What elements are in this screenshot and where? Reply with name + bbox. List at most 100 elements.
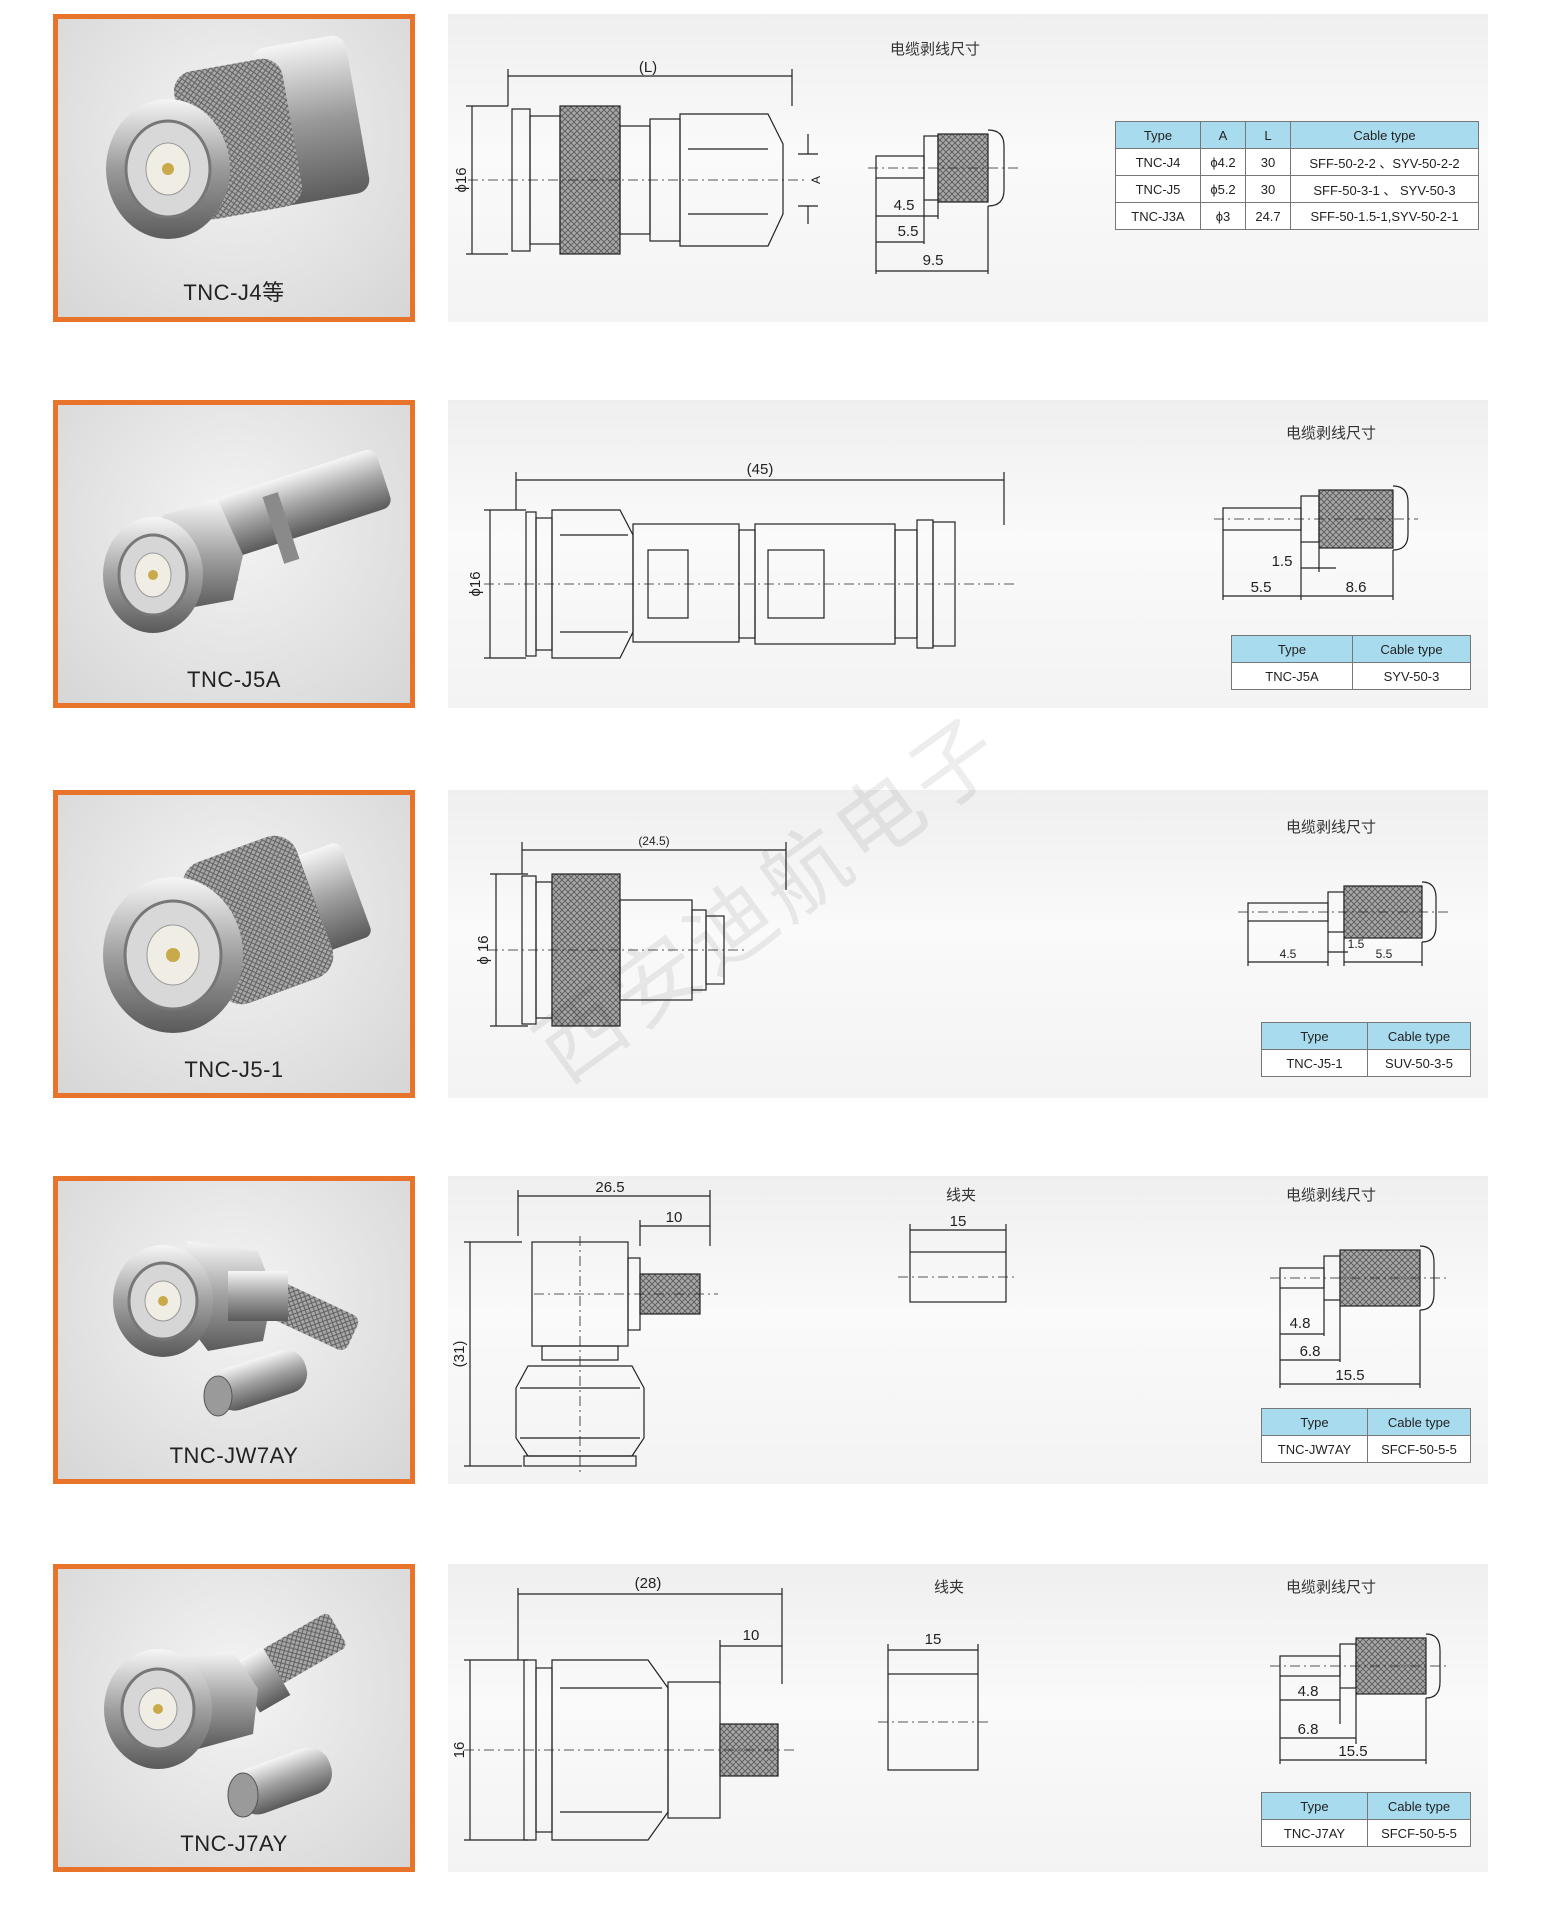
table-cell: TNC-J4: [1115, 148, 1201, 176]
connector-illustration-3: [103, 835, 371, 1033]
product-row-2: TNC-J5A: [0, 400, 1545, 720]
table-header: A: [1200, 121, 1246, 149]
drawing-panel-2: (45) ϕ16 1.5 5.5 8.6 电缆剥线尺寸 Type Cable t…: [448, 400, 1488, 708]
dim-strip-3: 15.5: [1335, 1367, 1364, 1384]
dim-diameter: ϕ16: [467, 571, 484, 596]
strip-title: 电缆剥线尺寸: [1286, 1579, 1377, 1596]
product-caption: TNC-J4等: [183, 280, 285, 305]
table-cell: SFF-50-3-1 、 SYV-50-3: [1290, 175, 1479, 203]
product-photo-3: TNC-J5-1: [53, 790, 415, 1098]
product-photo-2: TNC-J5A: [53, 400, 415, 708]
table-row: TNC-JW7AY SFCF-50-5-5: [1261, 1435, 1471, 1463]
dim-tail: 10: [743, 1627, 760, 1644]
dim-strip-3: 15.5: [1338, 1743, 1367, 1760]
table-header: Type: [1261, 1792, 1368, 1820]
table-row: TNC-J5-1 SUV-50-3-5: [1261, 1049, 1471, 1077]
product-caption: TNC-J7AY: [180, 1831, 288, 1856]
table-cell: TNC-J7AY: [1261, 1819, 1368, 1847]
dim-strip-1: 4.5: [894, 197, 915, 214]
product-row-5: TNC-J7AY: [0, 1564, 1545, 1884]
spec-table: Type Cable type TNC-JW7AY SFCF-50-5-5: [1261, 1408, 1471, 1463]
table-header: Type: [1115, 121, 1201, 149]
table-header: Type: [1231, 635, 1353, 663]
drawing-panel-1: (L) ϕ16 A 4.5 5.5 9.5 电缆剥线尺寸 Type A L Ca…: [448, 14, 1488, 322]
table-header: Type: [1261, 1408, 1368, 1436]
dim-strip-2: 4.5: [1280, 947, 1297, 961]
table-cell: SFF-50-2-2 、SYV-50-2-2: [1290, 148, 1479, 176]
dim-strip-3: 5.5: [1376, 947, 1393, 961]
table-header: L: [1245, 121, 1291, 149]
strip-title: 电缆剥线尺寸: [1286, 819, 1377, 836]
strip-title: 电缆剥线尺寸: [1286, 1187, 1377, 1204]
table-cell: ϕ4.2: [1200, 148, 1246, 176]
technical-drawing-1: (L) ϕ16 A 4.5 5.5 9.5: [453, 59, 1018, 274]
connector-illustration-2: [103, 449, 391, 633]
dim-strip-3: 9.5: [923, 252, 944, 269]
dim-a: A: [809, 176, 823, 184]
strip-title: 电缆剥线尺寸: [1286, 425, 1377, 442]
dim-strip-3: 8.6: [1346, 579, 1367, 596]
connector-illustration-5: [104, 1613, 346, 1818]
technical-drawing-4: 26.5 10 (31) 15 4.8 6.8 15.5: [451, 1179, 1448, 1476]
technical-drawing-2: (45) ϕ16 1.5 5.5 8.6: [467, 461, 1418, 659]
dim-strip-1: 4.8: [1298, 1683, 1319, 1700]
table-cell: ϕ3: [1200, 202, 1246, 230]
product-caption: TNC-J5A: [187, 667, 281, 692]
dim-strip-2: 5.5: [1251, 579, 1272, 596]
connector-illustration-1: [106, 35, 370, 239]
table-row: TNC-J7AY SFCF-50-5-5: [1261, 1819, 1471, 1847]
product-row-1: TNC-J4等 (L): [0, 14, 1545, 334]
dim-diameter: 16: [451, 1742, 468, 1759]
product-caption: TNC-JW7AY: [169, 1443, 299, 1468]
table-row: TNC-J5A SYV-50-3: [1231, 662, 1471, 690]
dim-length: (24.5): [638, 834, 669, 848]
product-row-3: TNC-J5-1 (24.5) ϕ 16 1: [0, 790, 1545, 1110]
table-cell: TNC-J3A: [1115, 202, 1201, 230]
clamp-title: 线夹: [934, 1579, 965, 1596]
spec-table: Type Cable type TNC-J7AY SFCF-50-5-5: [1261, 1792, 1471, 1847]
table-cell: SFCF-50-5-5: [1367, 1819, 1471, 1847]
connector-illustration-4: [113, 1241, 359, 1417]
dim-clamp: 15: [950, 1213, 967, 1230]
table-cell: TNC-J5-1: [1261, 1049, 1368, 1077]
product-row-4: TNC-JW7AY: [0, 1176, 1545, 1496]
table-cell: SFF-50-1.5-1,SYV-50-2-1: [1290, 202, 1479, 230]
drawing-panel-3: (24.5) ϕ 16 1.5 4.5 5.5 电缆剥线尺寸 Type Cabl…: [448, 790, 1488, 1098]
table-cell: TNC-J5: [1115, 175, 1201, 203]
spec-table: Type Cable type TNC-J5A SYV-50-3: [1231, 635, 1471, 690]
dim-length: (L): [639, 59, 657, 76]
product-photo-1: TNC-J4等: [53, 14, 415, 322]
dim-width: 26.5: [595, 1179, 624, 1196]
dim-strip-1: 1.5: [1272, 553, 1293, 570]
table-header: Cable type: [1352, 635, 1471, 663]
technical-drawing-3: (24.5) ϕ 16 1.5 4.5 5.5: [475, 834, 1448, 1027]
clamp-title: 线夹: [946, 1187, 977, 1204]
spec-table: Type Cable type TNC-J5-1 SUV-50-3-5: [1261, 1022, 1471, 1077]
dim-tail: 10: [666, 1209, 683, 1226]
table-cell: TNC-JW7AY: [1261, 1435, 1368, 1463]
table-cell: SFCF-50-5-5: [1367, 1435, 1471, 1463]
product-caption: TNC-J5-1: [184, 1057, 284, 1082]
dim-strip-2: 5.5: [898, 223, 919, 240]
technical-drawing-5: (28) 10 16 15 4.8 6.8 15.5: [451, 1575, 1448, 1841]
product-photo-5: TNC-J7AY: [53, 1564, 415, 1872]
table-cell: 30: [1245, 175, 1291, 203]
dim-height: (31): [451, 1341, 468, 1368]
table-row: TNC-J3A ϕ3 24.7 SFF-50-1.5-1,SYV-50-2-1: [1115, 202, 1479, 230]
table-row: TNC-J4 ϕ4.2 30 SFF-50-2-2 、SYV-50-2-2: [1115, 148, 1479, 176]
dim-length: (28): [635, 1575, 662, 1592]
strip-title: 电缆剥线尺寸: [890, 41, 981, 58]
dim-length: (45): [747, 461, 774, 478]
dim-diameter: ϕ16: [453, 167, 470, 192]
table-cell: SUV-50-3-5: [1367, 1049, 1471, 1077]
dim-strip-1: 4.8: [1290, 1315, 1311, 1332]
table-header: Cable type: [1367, 1408, 1471, 1436]
dim-diameter: ϕ 16: [475, 935, 492, 964]
dim-strip-1: 1.5: [1348, 937, 1365, 951]
dim-strip-2: 6.8: [1300, 1343, 1321, 1360]
table-row: TNC-J5 ϕ5.2 30 SFF-50-3-1 、 SYV-50-3: [1115, 175, 1479, 203]
table-header: Cable type: [1290, 121, 1479, 149]
table-cell: TNC-J5A: [1231, 662, 1353, 690]
product-photo-4: TNC-JW7AY: [53, 1176, 415, 1484]
spec-table: Type A L Cable type TNC-J4 ϕ4.2 30 SFF-5…: [1115, 121, 1479, 230]
